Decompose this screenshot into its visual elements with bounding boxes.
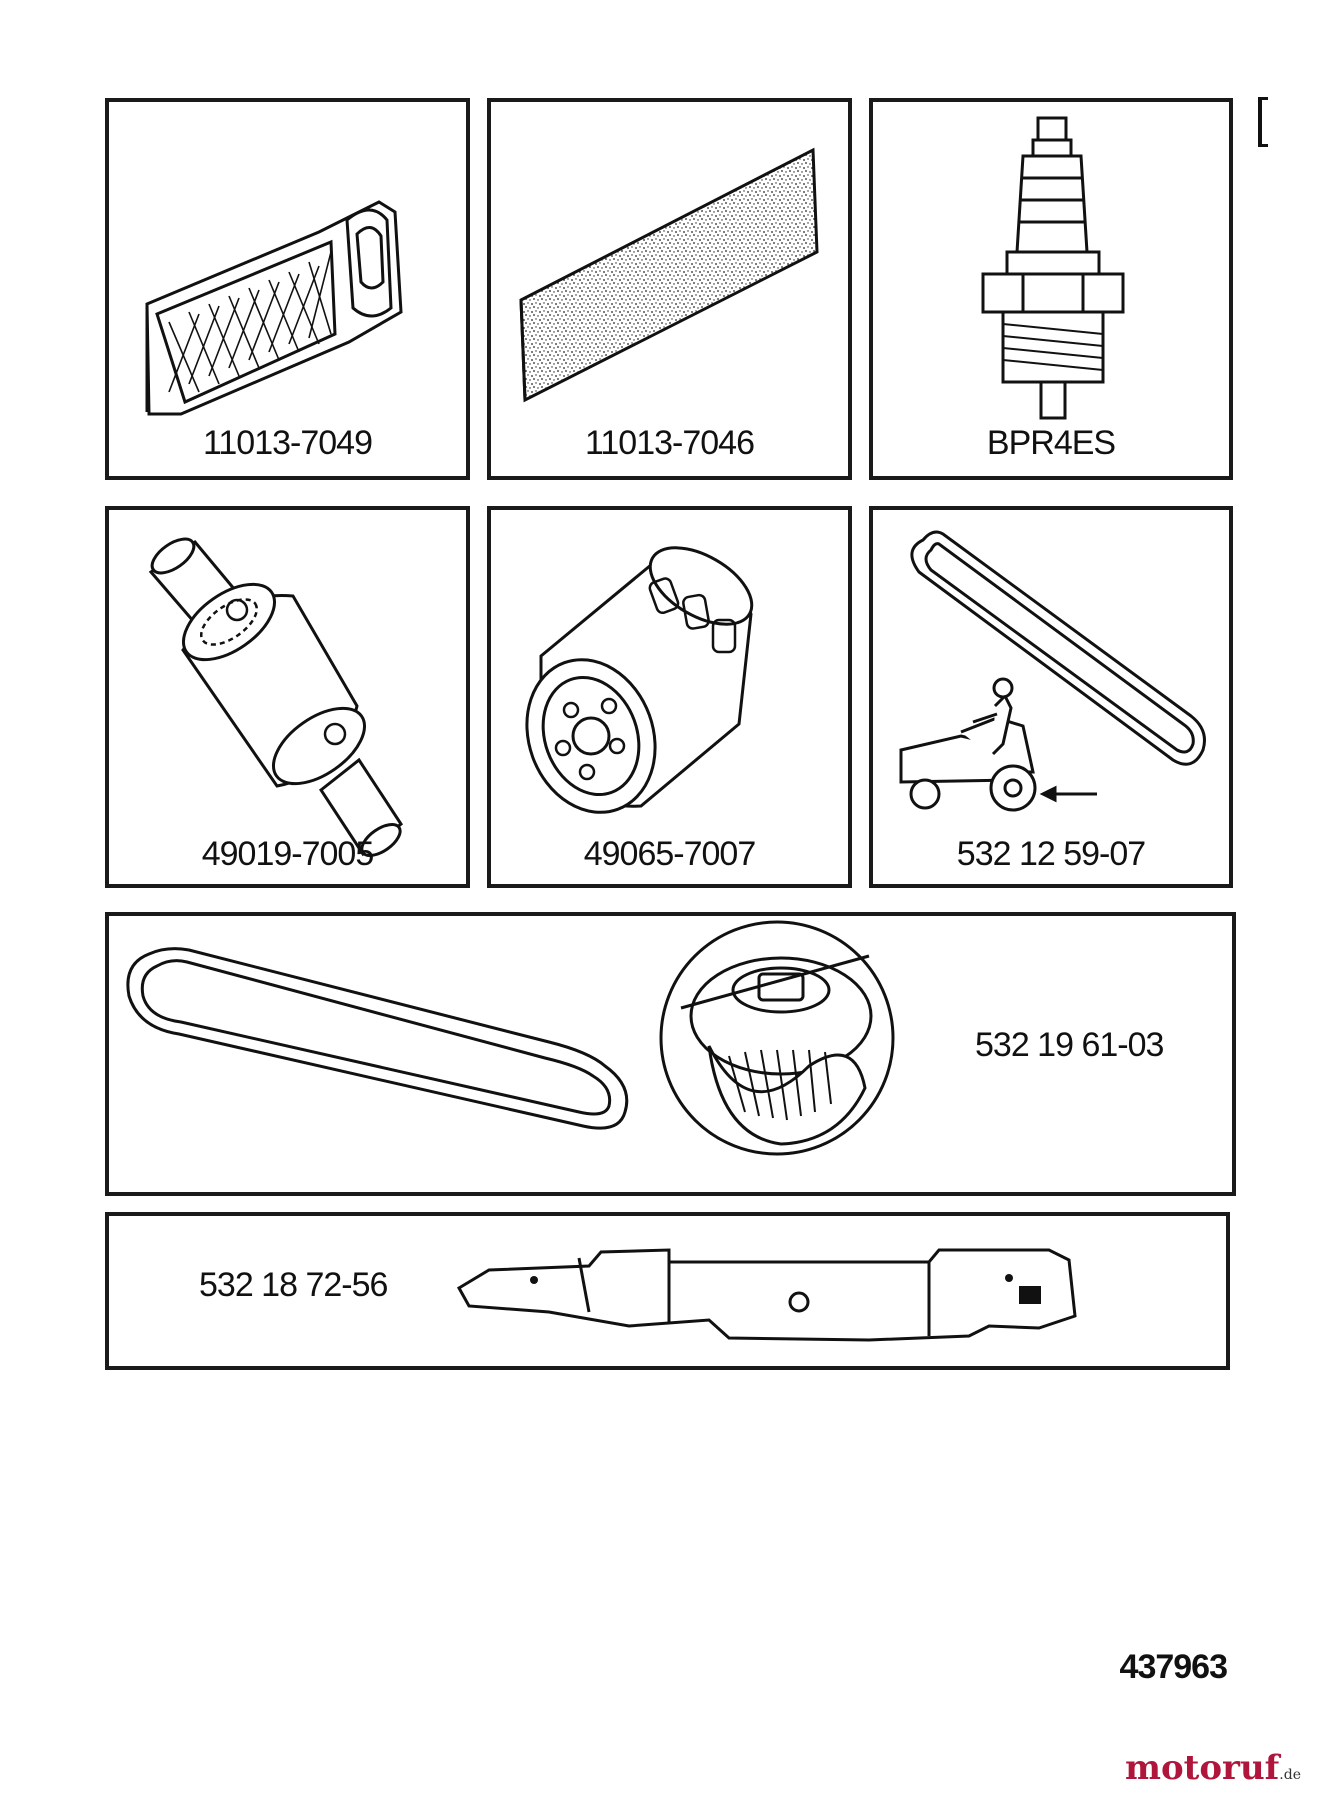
part-number-label: 11013-7049 — [203, 424, 373, 462]
fuel-filter-icon — [148, 537, 404, 858]
part-number-label: 532 18 72-56 — [199, 1266, 388, 1304]
part-number-label: 49065-7007 — [583, 835, 757, 873]
watermark: motoruf.de — [1125, 1748, 1301, 1788]
part-panel-drive-belt[interactable]: 532 12 59-07 — [869, 506, 1233, 888]
watermark-brand: motoruf — [1125, 1748, 1280, 1788]
part-panel-mower-blade[interactable]: 532 18 72-56 — [105, 1212, 1230, 1370]
part-panel-pre-filter[interactable]: 11013-7046 — [487, 98, 852, 480]
part-number-label: 532 12 59-07 — [956, 835, 1146, 873]
part-number-label: 49019-7005 — [201, 835, 375, 873]
air-filter-icon — [145, 200, 403, 416]
watermark-domain: .de — [1279, 1767, 1301, 1783]
spark-plug-icon — [981, 116, 1125, 420]
belt-pulley-icon — [126, 920, 895, 1156]
part-panel-belt-pulley-kit[interactable]: 532 19 61-03 — [105, 912, 1236, 1196]
part-panel-spark-plug[interactable]: BPR4ES — [869, 98, 1233, 480]
foam-filter-icon — [519, 147, 819, 403]
part-number-label: 11013-7046 — [585, 424, 755, 462]
part-number-label: 532 19 61-03 — [975, 1026, 1164, 1064]
riding-mower-icon — [899, 677, 1037, 812]
part-panel-fuel-filter[interactable]: 49019-7005 — [105, 506, 470, 888]
corner-bracket-mark — [1258, 97, 1268, 147]
oil-filter-icon — [525, 546, 754, 814]
part-number-label: BPR4ES — [986, 424, 1116, 462]
mower-blade-icon — [456, 1248, 1077, 1342]
document-number: 437963 — [1119, 1648, 1228, 1686]
part-panel-oil-filter[interactable]: 49065-7007 — [487, 506, 852, 888]
part-panel-air-filter[interactable]: 11013-7049 — [105, 98, 470, 480]
drive-belt-icon — [899, 530, 1206, 812]
